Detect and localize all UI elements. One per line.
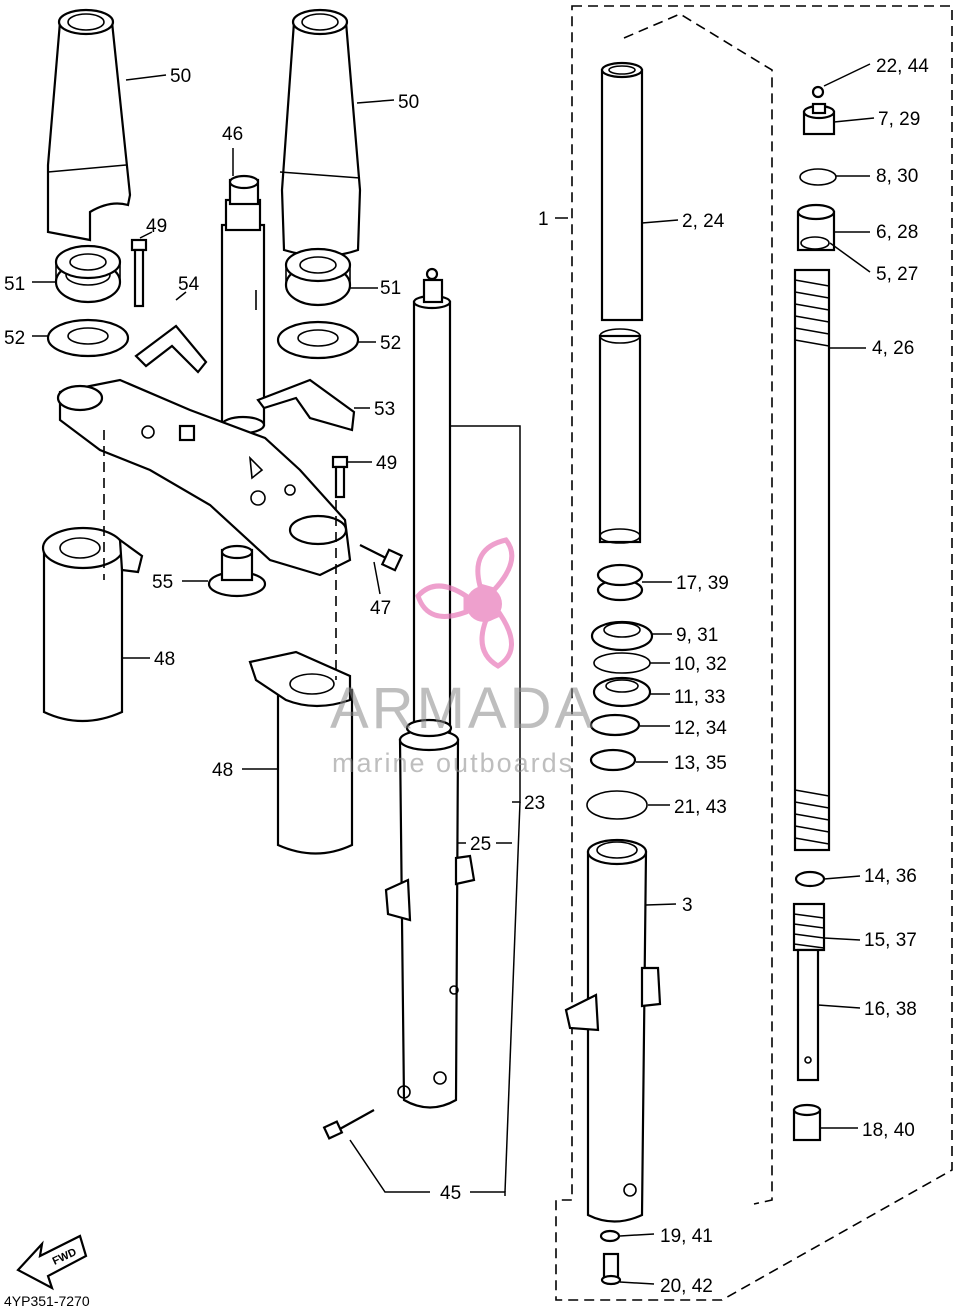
callout-49-lower: 49 xyxy=(376,453,397,474)
screw-22 xyxy=(811,85,825,99)
bolt-upper xyxy=(130,238,148,308)
inner-tube xyxy=(598,61,644,544)
callout-labels: 50 50 46 49 54 51 51 52 52 53 49 55 47 4… xyxy=(4,56,929,1297)
callout-47: 47 xyxy=(370,598,391,619)
oil-lock-piece-18 xyxy=(792,1103,822,1142)
callout-20-42: 20, 42 xyxy=(660,1276,713,1297)
callout-54: 54 xyxy=(178,274,200,295)
bolt-lower xyxy=(331,455,349,499)
o-ring-21 xyxy=(586,790,648,820)
leader-lines xyxy=(32,63,875,1285)
callout-17-39: 17, 39 xyxy=(676,573,729,594)
oil-seal-11 xyxy=(592,676,652,708)
callout-13-35: 13, 35 xyxy=(674,753,727,774)
callout-18-40: 18, 40 xyxy=(862,1120,915,1141)
callout-6-28: 6, 28 xyxy=(876,222,918,243)
dust-seal-9 xyxy=(590,620,654,652)
cable-guide-54 xyxy=(134,324,208,374)
callout-53: 53 xyxy=(374,399,395,420)
callout-46: 46 xyxy=(222,124,243,145)
callout-16-38: 16, 38 xyxy=(864,999,917,1020)
callout-49-upper: 49 xyxy=(146,216,167,237)
washer-19 xyxy=(599,1229,621,1243)
callout-51-left: 51 xyxy=(4,274,25,295)
callout-10-32: 10, 32 xyxy=(674,654,727,675)
spacer-6 xyxy=(796,203,836,252)
callout-4-26: 4, 26 xyxy=(872,338,914,359)
watermark-tagline: marine outboards xyxy=(332,748,574,778)
fork-lower-cover-left xyxy=(41,526,144,723)
bolt-47 xyxy=(359,544,404,572)
fork-cover-left xyxy=(46,8,132,242)
fork-cover-right xyxy=(279,8,362,258)
callout-21-43: 21, 43 xyxy=(674,797,727,818)
callout-52-right: 52 xyxy=(380,333,401,354)
steering-shaft xyxy=(220,174,266,435)
diagram-code: 4YP351-7270 xyxy=(4,1293,90,1309)
propeller-logo-icon xyxy=(415,537,515,669)
washer-12 xyxy=(589,713,641,737)
spring-15 xyxy=(792,902,826,952)
callout-23: 23 xyxy=(524,793,545,814)
callout-19-41: 19, 41 xyxy=(660,1226,713,1247)
cap-bolt-7 xyxy=(802,102,836,136)
outer-tube xyxy=(564,838,662,1223)
callout-25: 25 xyxy=(470,834,491,855)
damper-rod-16 xyxy=(796,948,820,1082)
callout-22-44: 22, 44 xyxy=(876,56,929,77)
callout-9-31: 9, 31 xyxy=(676,625,718,646)
callout-48-right: 48 xyxy=(212,760,233,781)
washer-right xyxy=(276,320,360,360)
fork-spring-4 xyxy=(793,268,831,852)
under-bracket xyxy=(56,378,352,577)
callout-55: 55 xyxy=(152,572,173,593)
callout-15-37: 15, 37 xyxy=(864,930,917,951)
callout-11-33: 11, 33 xyxy=(674,687,725,708)
o-ring-8 xyxy=(799,168,837,186)
callout-12-34: 12, 34 xyxy=(674,718,727,739)
watermark-brand: ARMADA xyxy=(330,676,596,741)
callout-8-30: 8, 30 xyxy=(876,166,918,187)
inner-tube-assembled xyxy=(412,267,452,734)
washer-left xyxy=(46,318,130,358)
clip-10 xyxy=(593,652,651,674)
callout-5-27: 5, 27 xyxy=(876,264,918,285)
callout-45: 45 xyxy=(440,1183,461,1204)
callout-14-36: 14, 36 xyxy=(864,866,917,887)
callout-51-right: 51 xyxy=(380,278,401,299)
axle-bolt-45 xyxy=(322,1109,375,1140)
washer-5 xyxy=(800,236,830,250)
watermark: ARMADA marine outboards xyxy=(330,537,596,778)
callout-50-right: 50 xyxy=(398,92,419,113)
slide-metal-13 xyxy=(589,748,637,772)
slide-metal-17 xyxy=(596,563,644,602)
callout-3: 3 xyxy=(682,895,693,916)
cable-guide-53 xyxy=(256,378,356,432)
callout-7-29: 7, 29 xyxy=(878,109,920,130)
steering-nut xyxy=(207,544,267,598)
bearing-left xyxy=(54,244,122,304)
bolt-20 xyxy=(600,1252,622,1286)
spring-14 xyxy=(794,870,826,888)
callout-50-left: 50 xyxy=(170,66,191,87)
outer-tube-assembled xyxy=(384,718,476,1109)
bearing-right xyxy=(284,247,352,307)
callout-1: 1 xyxy=(538,209,549,230)
callout-2-24: 2, 24 xyxy=(682,211,725,232)
callout-48-left: 48 xyxy=(154,649,175,670)
fork-lower-cover-right xyxy=(248,650,354,855)
fwd-arrow-icon: FWD xyxy=(16,1234,88,1291)
callout-52-left: 52 xyxy=(4,328,25,349)
